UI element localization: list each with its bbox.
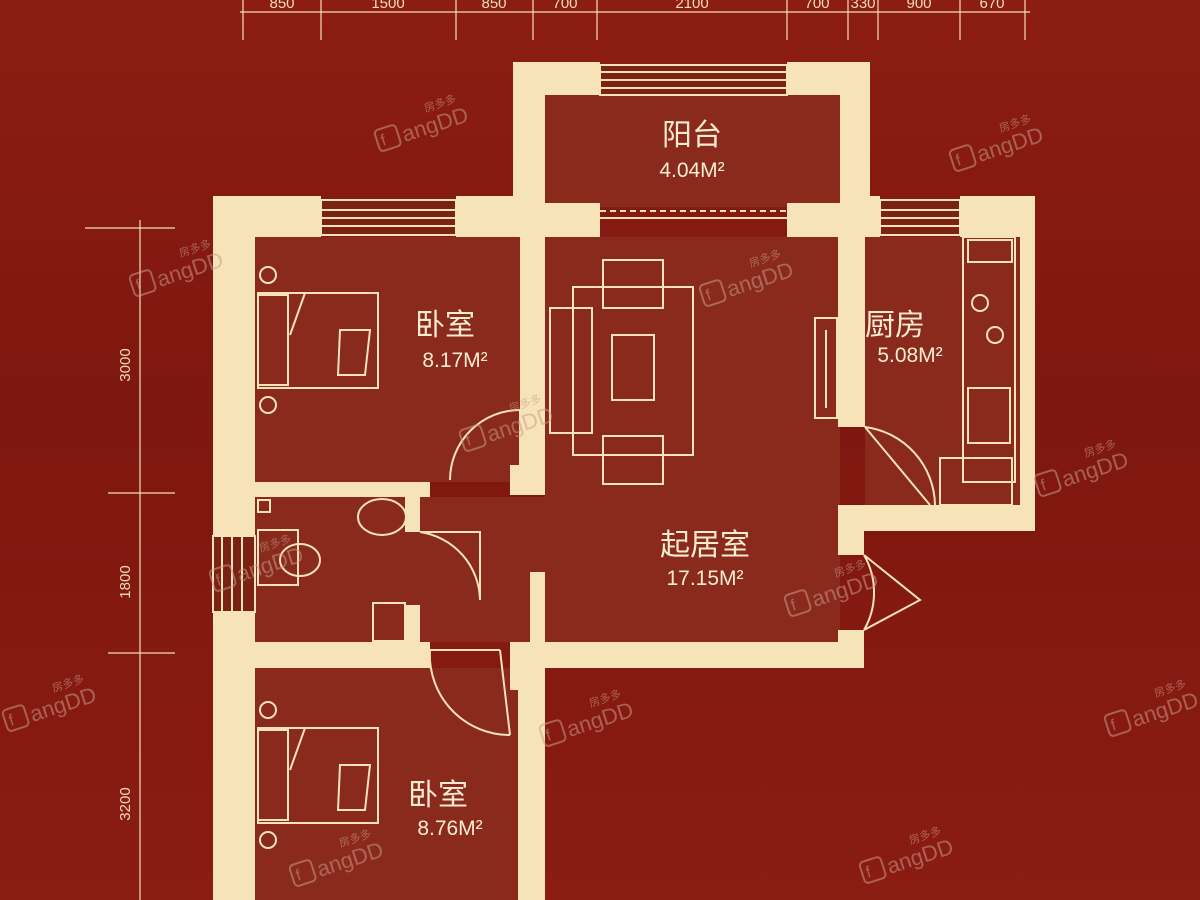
walls <box>213 62 1035 900</box>
bedroom-2-floor <box>255 668 520 900</box>
dim-top-7: 330 <box>850 0 875 12</box>
dim-top-3: 850 <box>481 0 506 12</box>
kitchen-floor <box>865 237 1020 507</box>
bedroom-2-label: 卧室 <box>408 778 468 813</box>
watermark-5: angDD 房多多 <box>1032 436 1131 498</box>
living-room-area: 17.15M² <box>666 567 743 590</box>
left-dimension-line <box>85 220 175 900</box>
dim-left-2: 1800 <box>117 565 134 598</box>
tv-cabinet-icon <box>814 317 838 419</box>
dim-top-6: 700 <box>804 0 829 12</box>
bedroom-1-area: 8.17M² <box>422 349 487 372</box>
dim-top-2: 1500 <box>371 0 404 12</box>
watermark-2: angDD 房多多 <box>947 111 1046 173</box>
top-dimension-labels: 850 1500 850 700 2100 700 330 900 670 <box>269 0 1004 12</box>
living-room-label: 起居室 <box>660 528 750 563</box>
kitchen-area: 5.08M² <box>877 344 942 367</box>
watermark-13: angDD 房多多 <box>857 823 956 885</box>
top-dimension-line <box>240 0 1030 40</box>
dim-top-4: 700 <box>552 0 577 12</box>
dim-top-5: 2100 <box>675 0 708 12</box>
dim-top-1: 850 <box>269 0 294 12</box>
watermark-9: angDD 房多多 <box>0 671 99 733</box>
bedroom-1-floor <box>255 237 520 482</box>
bathroom-fixtures-icon <box>257 498 407 642</box>
bed-2-icon <box>257 701 379 849</box>
dim-left-3: 3200 <box>117 787 134 820</box>
dim-left-1: 3000 <box>117 348 134 381</box>
kitchen-counter-icon <box>939 236 1016 506</box>
room-floors <box>255 95 1020 900</box>
dim-top-8: 900 <box>906 0 931 12</box>
balcony-area: 4.04M² <box>659 159 724 182</box>
room-labels: 阳台 4.04M² 卧室 8.17M² 厨房 5.08M² 起居室 17.15M… <box>408 118 943 840</box>
dim-top-9: 670 <box>979 0 1004 12</box>
watermark-10: angDD 房多多 <box>537 686 636 748</box>
balcony-label: 阳台 <box>662 118 722 153</box>
kitchen-label: 厨房 <box>865 308 925 343</box>
bedroom-2-area: 8.76M² <box>417 817 482 840</box>
balcony-floor <box>545 95 840 207</box>
bed-1-icon <box>257 266 379 414</box>
watermark-11: angDD 房多多 <box>1102 676 1200 738</box>
windows <box>212 64 961 613</box>
watermark-1: angDD 房多多 <box>372 91 471 153</box>
bedroom-1-label: 卧室 <box>415 308 475 343</box>
bathroom-floor <box>255 497 415 642</box>
sofa-set-icon <box>549 259 694 485</box>
doors <box>419 409 936 737</box>
left-dimension-labels: 3000 1800 3200 <box>117 348 134 820</box>
